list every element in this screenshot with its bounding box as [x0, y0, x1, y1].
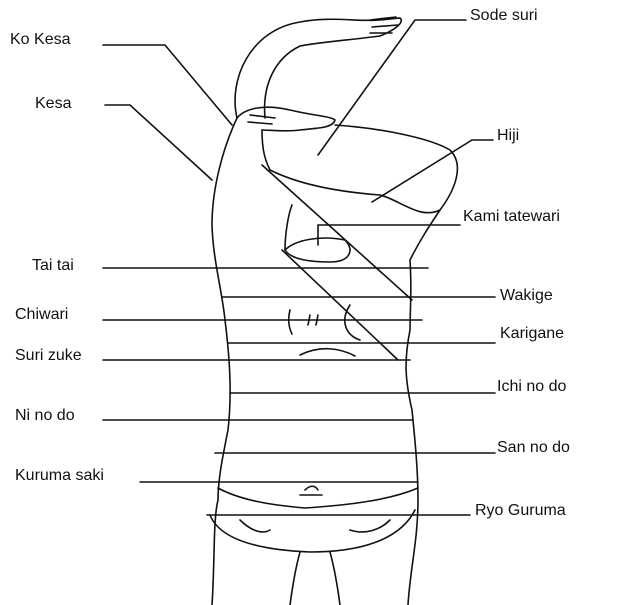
- label-ko-kesa: Ko Kesa: [10, 31, 71, 48]
- cut-lines: [102, 19, 496, 516]
- label-tai-tai: Tai tai: [32, 257, 74, 274]
- label-chiwari: Chiwari: [15, 306, 69, 323]
- label-karigane: Karigane: [500, 325, 565, 342]
- label-ryo-guruma: Ryo Guruma: [475, 502, 566, 519]
- label-suri-zuke: Suri zuke: [15, 347, 82, 364]
- label-kuruma-saki: Kuruma saki: [15, 467, 104, 484]
- label-kesa: Kesa: [35, 95, 72, 112]
- body-outline: [209, 16, 459, 605]
- label-kami-tatewari: Kami tatewari: [463, 208, 560, 225]
- label-ni-no-do: Ni no do: [15, 407, 75, 424]
- label-sode-suri: Sode suri: [470, 7, 538, 24]
- label-wakige: Wakige: [500, 287, 553, 304]
- label-hiji: Hiji: [497, 127, 520, 144]
- label-san-no-do: San no do: [497, 439, 570, 456]
- label-ichi-no-do: Ichi no do: [497, 378, 567, 395]
